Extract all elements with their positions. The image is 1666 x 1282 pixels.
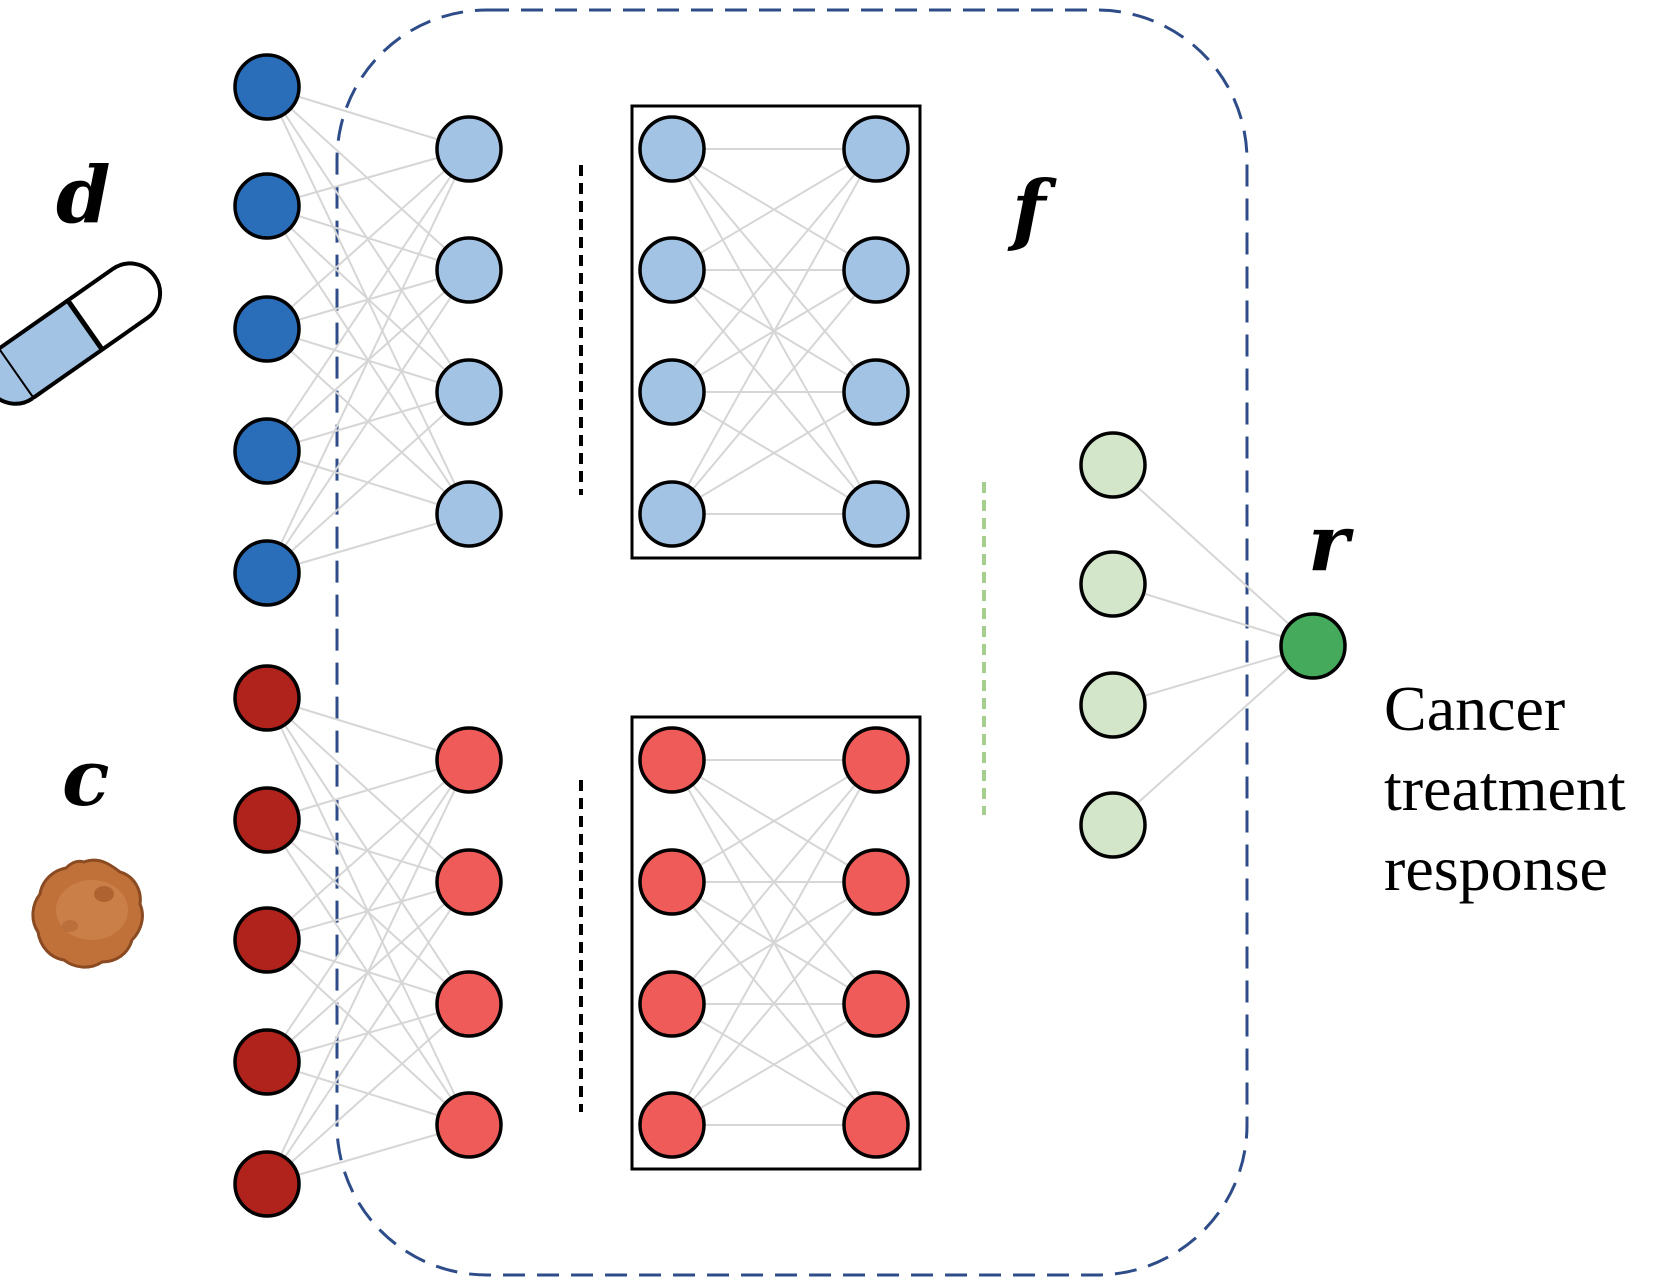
- drug-hidden3-node-4: [842, 480, 910, 548]
- cell-label: c: [62, 733, 110, 824]
- cell-input-node-2: [233, 786, 301, 854]
- drug-hidden3-node-1: [842, 115, 910, 183]
- drug-input-hidden-edge: [266, 86, 470, 150]
- cell-hidden-block: [630, 715, 922, 1171]
- cell-input-node-3: [233, 906, 301, 974]
- drug-hidden1-node-1: [435, 115, 503, 183]
- cell-input-node-1: [233, 664, 301, 732]
- drug-hidden2-node-3: [638, 358, 706, 426]
- response-node: [1279, 612, 1347, 680]
- pill-icon: [0, 261, 162, 406]
- drug-hidden3-node-2: [842, 236, 910, 304]
- fusion-node-1: [1079, 431, 1147, 499]
- drug-hidden-block-edge: [671, 391, 877, 515]
- fusion-response-edge: [1112, 583, 1314, 647]
- drug-hidden2-node-2: [638, 236, 706, 304]
- fusion-node-3: [1079, 671, 1147, 739]
- fusion-node-4: [1079, 791, 1147, 859]
- cell-input-hidden-edge: [266, 1124, 470, 1185]
- drug-hidden-block-edge: [671, 269, 877, 515]
- output-caption-line3: response: [1384, 833, 1608, 904]
- drug-hidden1-node-2: [435, 236, 503, 304]
- cell-input-hidden-edge: [266, 759, 470, 821]
- cell-input-hidden-edge: [266, 697, 470, 761]
- cell-hidden1-node-2: [435, 848, 503, 916]
- cell-hidden3-node-4: [842, 1091, 910, 1159]
- drug-input-hidden-edge: [266, 269, 470, 574]
- cell-hidden-block-edge: [671, 881, 877, 1126]
- drug-hidden-block-edge: [671, 148, 877, 515]
- cell-input-hidden-edge: [266, 759, 470, 1185]
- cell-hidden3-node-1: [842, 726, 910, 794]
- drug-hidden-block: [630, 104, 922, 560]
- cell-hidden-block-edge: [671, 759, 877, 1126]
- cell-input-node-5: [233, 1150, 301, 1218]
- response-label: r: [1308, 498, 1354, 589]
- fusion-response-edge: [1112, 645, 1314, 826]
- fusion-response-edge: [1112, 645, 1314, 706]
- drug-input-hidden-edge: [266, 148, 470, 207]
- drug-input-hidden-edge: [266, 148, 470, 452]
- cell-hidden-block-edge: [671, 759, 877, 1005]
- cell-input-node-4: [233, 1028, 301, 1096]
- cell-hidden2-node-4: [638, 1091, 706, 1159]
- drug-hidden2-node-1: [638, 115, 706, 183]
- cell-input-hidden-edge: [266, 759, 470, 941]
- drug-input-hidden-edge: [266, 148, 470, 330]
- cell-hidden-block-edge: [671, 759, 877, 883]
- drug-hidden2-node-4: [638, 480, 706, 548]
- cell-hidden2-node-1: [638, 726, 706, 794]
- drug-input-node-2: [233, 172, 301, 240]
- network-edges: [266, 86, 1314, 1185]
- network-nodes: [233, 53, 1347, 1218]
- drug-input-hidden-edge: [266, 391, 470, 574]
- drug-hidden-block-edge: [671, 148, 877, 393]
- model-boundary: [335, 8, 1249, 1277]
- cell-input-hidden-edge: [266, 759, 470, 1063]
- drug-input-node-4: [233, 417, 301, 485]
- cell-hidden1-node-3: [435, 970, 503, 1038]
- drug-hidden-block-edge: [671, 148, 877, 271]
- cell-hidden-block-edge: [671, 1003, 877, 1126]
- cell-input-hidden-edge: [266, 881, 470, 1185]
- output-caption-line2: treatment: [1384, 753, 1626, 824]
- function-label: f: [1007, 164, 1057, 255]
- drug-input-node-5: [233, 539, 301, 607]
- drug-hidden1-node-3: [435, 358, 503, 426]
- drug-hidden3-node-3: [842, 358, 910, 426]
- drug-label: d: [56, 150, 111, 241]
- drug-input-node-1: [233, 53, 301, 121]
- cell-input-hidden-edge: [266, 1003, 470, 1185]
- fusion-node-2: [1079, 550, 1147, 618]
- cell-hidden3-node-2: [842, 848, 910, 916]
- drug-input-node-3: [233, 295, 301, 363]
- drug-input-hidden-edge: [266, 513, 470, 574]
- drug-input-hidden-edge: [266, 148, 470, 574]
- cell-hidden3-node-3: [842, 970, 910, 1038]
- cancer-cell-icon: [31, 858, 144, 969]
- fusion-response-edge: [1112, 464, 1314, 647]
- cell-hidden2-node-2: [638, 848, 706, 916]
- drug-hidden1-node-4: [435, 480, 503, 548]
- cell-hidden1-node-4: [435, 1091, 503, 1159]
- output-caption-line1: Cancer: [1384, 673, 1565, 744]
- cell-hidden2-node-3: [638, 970, 706, 1038]
- cell-hidden1-node-1: [435, 726, 503, 794]
